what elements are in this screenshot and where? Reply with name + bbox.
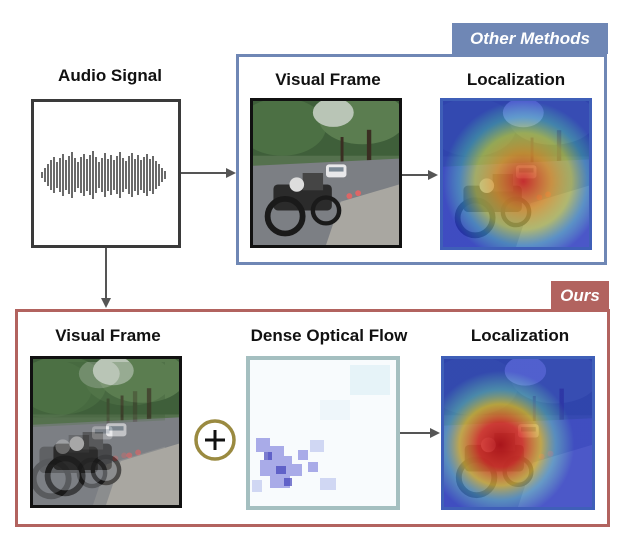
ours-tag: Ours (551, 281, 609, 311)
other-methods-panel (236, 54, 607, 265)
audio-signal-title: Audio Signal (58, 66, 162, 85)
dense-optical-flow-title: Dense Optical Flow (250, 326, 408, 345)
ours-localization-image (441, 356, 595, 510)
other-methods-tag: Other Methods (452, 23, 608, 54)
ours-visual-frame-image (30, 356, 182, 508)
waveform-icon (41, 151, 166, 199)
plus-circle-icon (193, 418, 237, 462)
ours-localization-title: Localization (470, 326, 570, 345)
other-visual-frame-title: Visual Frame (275, 70, 381, 89)
other-visual-frame-image (250, 98, 402, 248)
other-localization-title: Localization (466, 70, 566, 89)
ours-panel (15, 309, 610, 527)
other-localization-image (440, 98, 592, 250)
audio-signal-box (31, 99, 181, 248)
optical-flow-image (246, 356, 400, 510)
ours-visual-frame-title: Visual Frame (55, 326, 161, 345)
